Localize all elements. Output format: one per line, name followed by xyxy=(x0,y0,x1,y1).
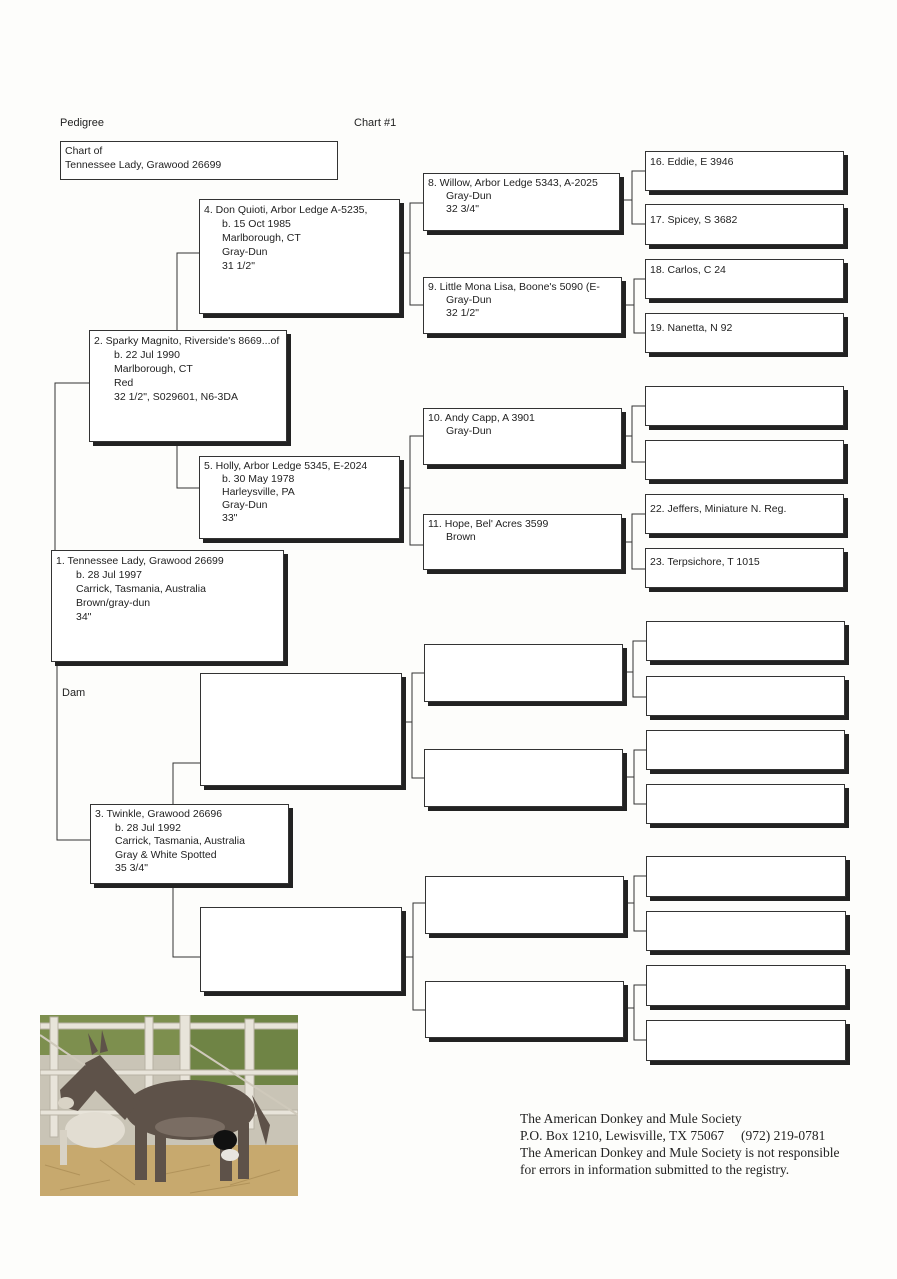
dam-label: Dam xyxy=(62,687,86,699)
pedigree-box-27-empty xyxy=(646,784,845,824)
box-11-name: 11. Hope, Bel' Acres 3599 xyxy=(428,518,549,530)
pedigree-box-11: 11. Hope, Bel' Acres 3599 Brown xyxy=(423,514,622,570)
footer-disclaimer-1: The American Donkey and Mule Society is … xyxy=(520,1145,840,1160)
pedigree-box-9: 9. Little Mona Lisa, Boone's 5090 (E- Gr… xyxy=(423,277,622,334)
chart-number: Chart #1 xyxy=(354,117,397,129)
subject-color: Brown/gray-dun xyxy=(76,597,151,609)
pedigree-box-3-dam: 3. Twinkle, Grawood 26696 b. 28 Jul 1992… xyxy=(90,804,289,884)
box-5-born: b. 30 May 1978 xyxy=(222,473,295,485)
dam-color: Gray & White Spotted xyxy=(115,848,217,861)
dam-place: Carrick, Tasmania, Australia xyxy=(115,835,245,847)
pedigree-box-2-sire: 2. Sparky Magnito, Riverside's 8669...of… xyxy=(89,330,287,442)
dam-born: b. 28 Jul 1992 xyxy=(115,821,181,834)
sire-color: Red xyxy=(114,377,134,389)
pedigree-box-8: 8. Willow, Arbor Ledge 5343, A-2025 Gray… xyxy=(423,173,620,231)
box-4-color: Gray-Dun xyxy=(222,246,268,258)
box-10-name: 10. Andy Capp, A 3901 xyxy=(428,412,535,424)
subject-place: Carrick, Tasmania, Australia xyxy=(76,583,206,595)
pedigree-box-1-subject: 1. Tennessee Lady, Grawood 26699 b. 28 J… xyxy=(51,550,284,662)
pedigree-box-30-empty xyxy=(646,965,846,1006)
box-11-color: Brown xyxy=(446,531,476,543)
box-8-height: 32 3/4" xyxy=(446,203,479,215)
sire-height: 32 1/2", S029601, N6-3DA xyxy=(114,391,238,403)
pedigree-box-26-empty xyxy=(646,730,845,770)
pedigree-box-29-empty xyxy=(646,911,846,951)
box-5-color: Gray-Dun xyxy=(222,499,268,511)
box-4-born: b. 15 Oct 1985 xyxy=(222,218,291,230)
pedigree-box-24-empty xyxy=(646,621,845,661)
sire-born: b. 22 Jul 1990 xyxy=(114,349,180,361)
box-23-name: 23. Terpsichore, T 1015 xyxy=(650,556,760,568)
box-9-name: 9. Little Mona Lisa, Boone's 5090 (E- xyxy=(428,281,600,293)
pedigree-box-31-empty xyxy=(646,1020,846,1061)
pedigree-box-19: 19. Nanetta, N 92 xyxy=(645,313,844,353)
donkey-photo-illustration xyxy=(40,1015,298,1196)
chart-of-line2: Tennessee Lady, Grawood 26699 xyxy=(65,159,222,171)
pedigree-box-7-empty xyxy=(200,907,402,992)
pedigree-box-28-empty xyxy=(646,856,846,897)
pedigree-box-20-empty xyxy=(645,386,844,426)
pedigree-box-4: 4. Don Quioti, Arbor Ledge A-5235, b. 15… xyxy=(199,199,400,314)
box-10-color: Gray-Dun xyxy=(446,425,492,437)
pedigree-box-22: 22. Jeffers, Miniature N. Reg. xyxy=(645,494,844,534)
pedigree-box-25-empty xyxy=(646,676,845,716)
box-9-color: Gray-Dun xyxy=(446,294,492,306)
box-8-name: 8. Willow, Arbor Ledge 5343, A-2025 xyxy=(428,177,598,189)
box-8-color: Gray-Dun xyxy=(446,190,492,202)
subject-name: 1. Tennessee Lady, Grawood 26699 xyxy=(56,555,224,567)
pedigree-box-21-empty xyxy=(645,440,844,480)
sire-name: 2. Sparky Magnito, Riverside's 8669...of xyxy=(94,335,280,347)
box-9-height: 32 1/2" xyxy=(446,307,479,319)
society-footer: The American Donkey and Mule Society P.O… xyxy=(520,1110,895,1178)
footer-address-line: P.O. Box 1210, Lewisville, TX 75067 (972… xyxy=(520,1127,895,1144)
pedigree-label: Pedigree xyxy=(60,117,105,129)
pedigree-box-15-empty xyxy=(425,981,624,1038)
box-4-place: Marlborough, CT xyxy=(222,232,301,244)
pedigree-box-12-empty xyxy=(424,644,623,702)
pedigree-box-13-empty xyxy=(424,749,623,807)
box-17-name: 17. Spicey, S 3682 xyxy=(650,214,738,226)
footer-address: P.O. Box 1210, Lewisville, TX 75067 xyxy=(520,1128,725,1143)
box-4-name: 4. Don Quioti, Arbor Ledge A-5235, xyxy=(204,204,368,216)
donkey-photo xyxy=(40,1015,298,1196)
footer-disclaimer-2: for errors in information submitted to t… xyxy=(520,1162,790,1177)
subject-born: b. 28 Jul 1997 xyxy=(76,569,142,581)
pedigree-box-23: 23. Terpsichore, T 1015 xyxy=(645,548,844,588)
pedigree-box-17: 17. Spicey, S 3682 xyxy=(645,204,844,245)
sire-place: Marlborough, CT xyxy=(114,363,193,375)
box-5-name: 5. Holly, Arbor Ledge 5345, E-2024 xyxy=(204,460,368,472)
chart-of-box: Chart of Tennessee Lady, Grawood 26699 xyxy=(60,141,338,180)
box-5-place: Harleysville, PA xyxy=(222,486,295,498)
subject-height: 34" xyxy=(76,611,92,623)
pedigree-box-14-empty xyxy=(425,876,624,934)
box-18-name: 18. Carlos, C 24 xyxy=(650,264,726,276)
footer-society-name: The American Donkey and Mule Society xyxy=(520,1111,742,1126)
pedigree-box-10: 10. Andy Capp, A 3901 Gray-Dun xyxy=(423,408,622,465)
pedigree-box-5: 5. Holly, Arbor Ledge 5345, E-2024 b. 30… xyxy=(199,456,400,539)
dam-height: 35 3/4" xyxy=(115,862,148,874)
box-5-height: 33" xyxy=(222,512,238,524)
pedigree-box-18: 18. Carlos, C 24 xyxy=(645,259,844,299)
box-4-height: 31 1/2" xyxy=(222,260,255,272)
pedigree-box-16: 16. Eddie, E 3946 xyxy=(645,151,844,191)
chart-of-line1: Chart of xyxy=(65,145,103,157)
dam-name: 3. Twinkle, Grawood 26696 xyxy=(95,808,223,820)
box-19-name: 19. Nanetta, N 92 xyxy=(650,322,733,334)
box-16-name: 16. Eddie, E 3946 xyxy=(650,156,734,168)
footer-phone: (972) 219-0781 xyxy=(741,1128,826,1143)
pedigree-box-6-empty xyxy=(200,673,402,786)
box-22-name: 22. Jeffers, Miniature N. Reg. xyxy=(650,503,787,515)
